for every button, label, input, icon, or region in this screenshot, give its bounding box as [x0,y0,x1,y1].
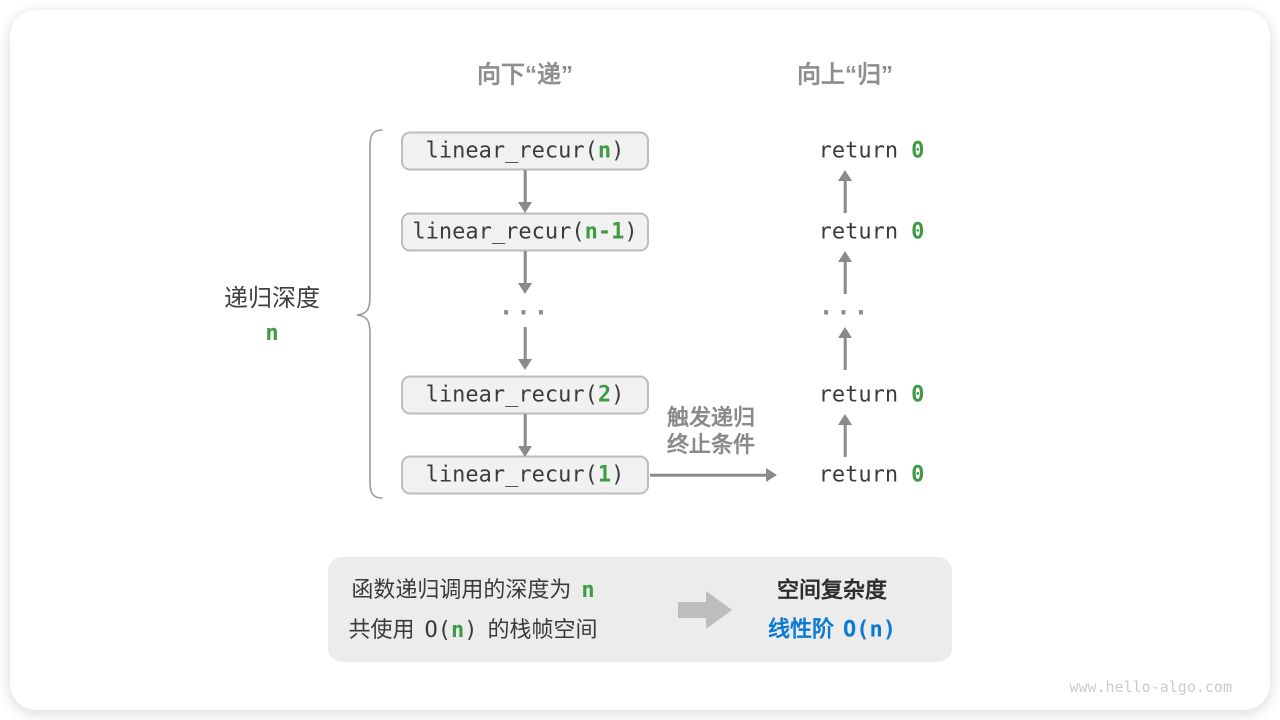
code-arg: 2 [597,382,612,408]
ellipsis-right: ... [818,292,872,321]
return-statement: return 0 [766,114,925,189]
code-text: ) [611,462,625,488]
down-arrow-icon [518,414,532,457]
summary-line1: 函数递归调用的深度为 n [348,570,597,610]
complexity-title: 空间复杂度 [776,577,887,602]
depth-text: 递归深度 [224,285,320,312]
complexity-value: 线性阶 O(n) [768,609,896,649]
complexity-code: O(n) [843,617,896,642]
up-arrow-icon [838,414,852,457]
up-arrow-icon [838,327,852,370]
return-value: 0 [911,462,925,488]
code-arg: n-1 [584,219,625,245]
summary-line1-text: 函数递归调用的深度为 [351,576,572,602]
code-text: linear_recur( [425,462,598,488]
down-arrow-icon [518,327,532,370]
summary-line1-var: n [581,577,595,603]
terminate-arrow-icon [650,468,777,482]
depth-value: n [265,321,279,346]
code-arg: n [597,138,612,164]
code-text: linear_recur( [425,382,598,408]
code-text: ) [611,138,625,164]
return-statement: return 0 [766,195,925,270]
down-arrow-icon [518,251,532,294]
header-downward-recurse: 向下“递” [477,61,573,89]
recursion-depth-label: 递归深度 n [224,278,320,346]
return-keyword: return [818,382,899,408]
return-keyword: return [818,219,899,245]
call-frame-n-1: linear_recur(n-1) [401,212,649,252]
depth-brace-icon [356,129,383,499]
up-arrow-icon [838,170,852,213]
return-statement: return 0 [766,438,925,513]
summary-line2-post: 的栈帧空间 [487,616,598,642]
header-upward-return: 向上“归” [797,61,893,89]
summary-line2-var: n [451,617,465,643]
complexity-label: 线性阶 [768,616,835,641]
return-value: 0 [911,138,925,164]
call-frame-n: linear_recur(n) [401,131,649,171]
summary-result: 空间复杂度 线性阶 O(n) [768,570,896,649]
call-frame-2: linear_recur(2) [401,375,649,415]
return-value: 0 [911,382,925,408]
ellipsis-left: ... [498,292,552,321]
up-arrow-icon [838,251,852,294]
return-statement: return 0 [766,358,925,433]
code-text: linear_recur( [425,138,598,164]
code-arg: 1 [597,462,612,488]
return-keyword: return [818,138,899,164]
return-keyword: return [818,462,899,488]
code-text: linear_recur( [412,219,585,245]
implies-arrow-icon [678,590,732,629]
site-watermark: www.hello-algo.com [1069,678,1232,696]
trigger-line1: 触发递归 [666,405,756,430]
call-frame-1: linear_recur(1) [401,455,649,495]
summary-line2: 共使用 O(n) 的栈帧空间 [348,610,597,650]
big-o-open: O( [424,617,452,643]
summary-line2-pre: 共使用 [348,616,415,642]
return-value: 0 [911,219,925,245]
big-o-close: ) [464,617,478,643]
code-text: ) [624,219,638,245]
code-text: ) [611,382,625,408]
termination-condition-label: 触发递归 终止条件 [667,404,755,458]
down-arrow-icon [518,170,532,213]
trigger-line2: 终止条件 [666,432,756,457]
